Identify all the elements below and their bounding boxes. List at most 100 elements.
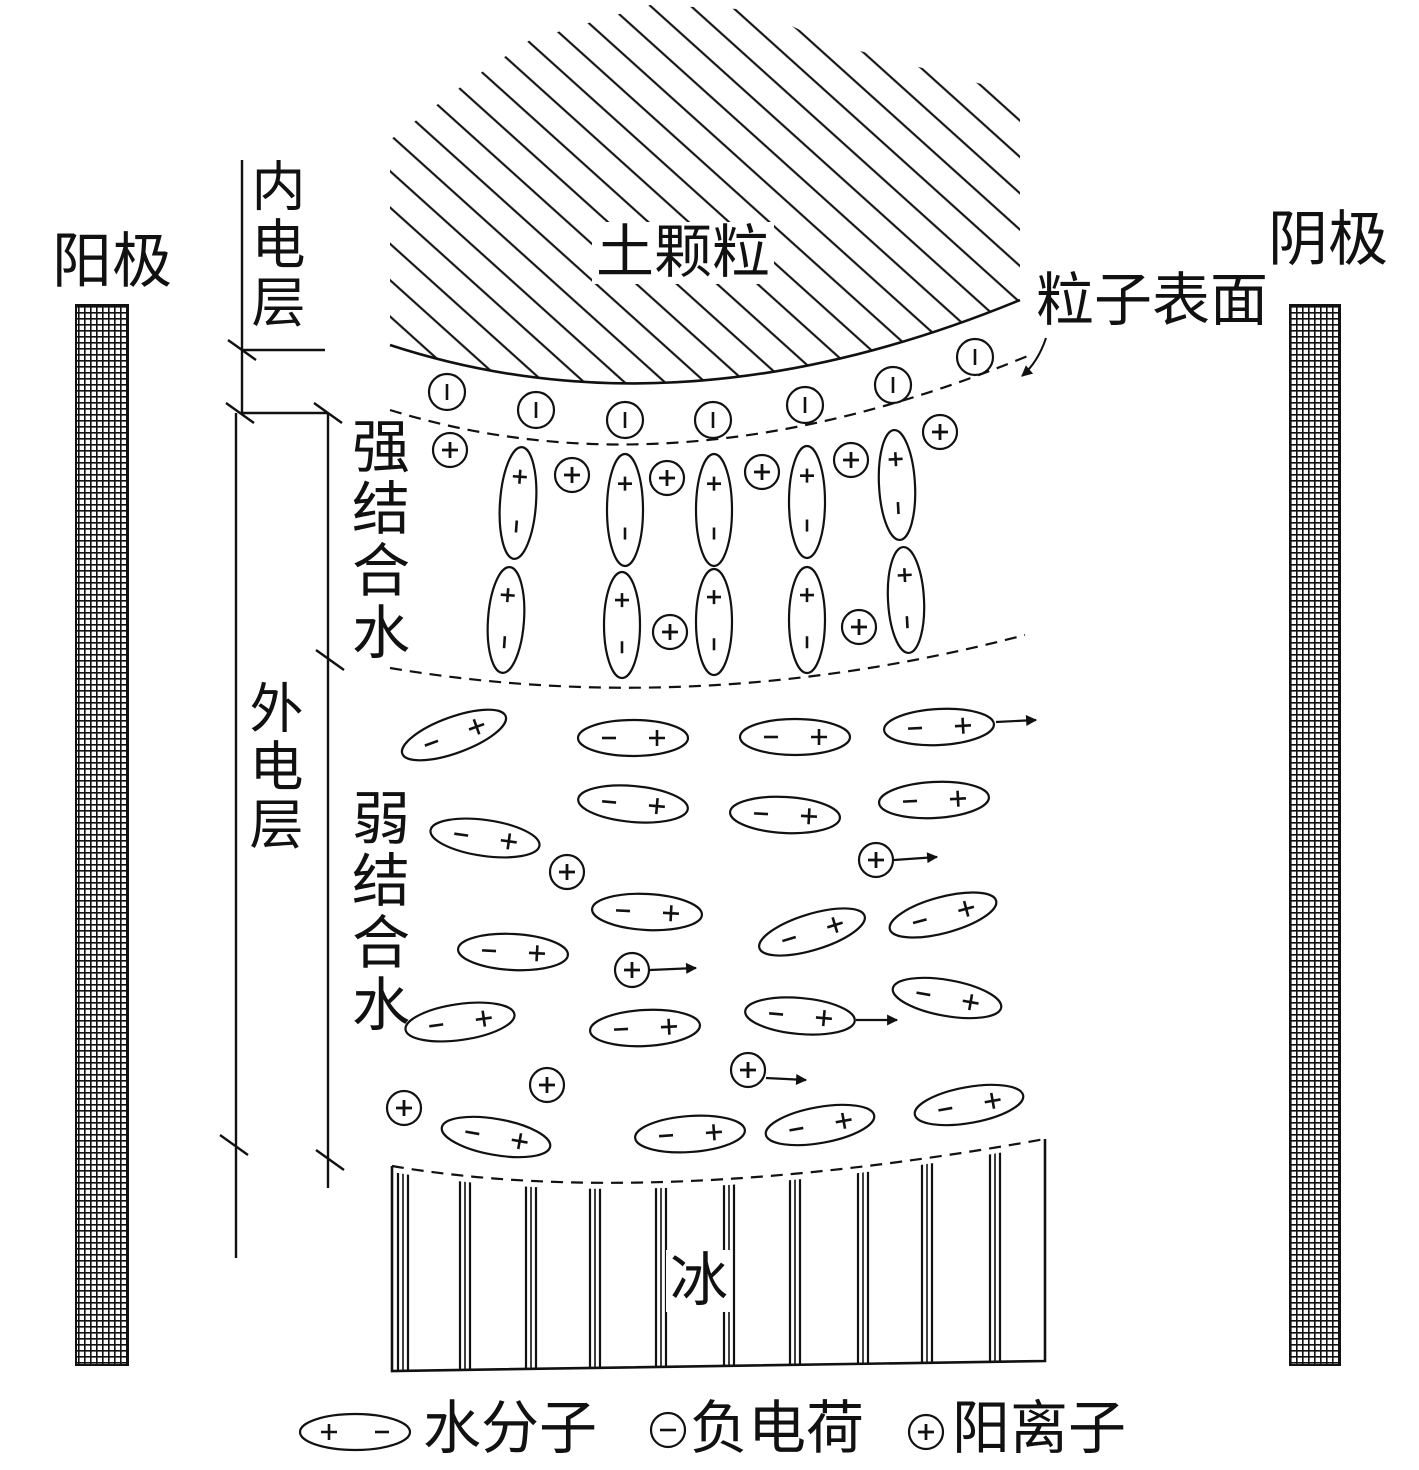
cation: [832, 441, 870, 479]
cation: [840, 608, 878, 646]
minus-sign: [502, 636, 507, 649]
plus-sign: [918, 1424, 934, 1440]
cation: [613, 951, 651, 989]
plus-sign: [705, 1124, 723, 1141]
bracket-tick: [225, 402, 255, 424]
minus-sign: [481, 949, 497, 953]
plus-sign: [754, 464, 770, 480]
negative-charge: [693, 400, 733, 440]
migration-arrow: [649, 962, 698, 974]
weak-bound-water-label: 弱结合水: [343, 788, 408, 1036]
water-molecule: [882, 707, 996, 747]
plus-sign: [624, 962, 640, 978]
plus-sign: [321, 1424, 337, 1440]
plus-sign: [500, 588, 515, 603]
water-molecule-ellipse: [602, 570, 642, 680]
water-molecule-ellipse: [738, 717, 852, 757]
minus-sign: [465, 1130, 480, 1136]
legend-cation-label: 阳离子: [952, 1396, 1127, 1461]
water-molecule-ellipse: [694, 452, 734, 568]
water-molecule: [404, 1001, 516, 1043]
plus-sign: [539, 1077, 555, 1093]
migration-arrow: [893, 852, 939, 864]
water-molecule-ellipse: [764, 1103, 876, 1147]
water-molecule-ellipse: [400, 708, 508, 762]
cation: [907, 1413, 945, 1451]
water-molecule-ellipse: [886, 545, 926, 655]
water-molecule: [744, 996, 856, 1036]
water-molecule: [602, 570, 642, 680]
water-molecule: [486, 566, 526, 674]
water-molecule-ellipse: [888, 891, 998, 939]
plus-sign: [835, 1112, 852, 1129]
plus-sign: [707, 590, 721, 605]
water-molecule: [886, 545, 926, 655]
minus-sign: [424, 739, 439, 747]
cation: [431, 431, 469, 469]
plus-sign: [662, 905, 680, 922]
legend-symbols: [298, 1411, 945, 1452]
water-molecule: [588, 1008, 702, 1048]
anode-electrode: [75, 304, 129, 1366]
water-molecule-ellipse: [787, 565, 827, 675]
water-molecule: [891, 976, 1003, 1020]
soil-particle-hatching: [390, 5, 1020, 384]
plus-sign: [800, 808, 818, 825]
plus-sign: [800, 468, 814, 483]
cathode-electrode: [1289, 304, 1341, 1366]
plus-sign: [815, 1010, 832, 1027]
cation: [528, 1066, 566, 1104]
negative-charge: [873, 365, 913, 405]
plus-sign: [888, 452, 903, 467]
water-molecule: [440, 1115, 552, 1159]
negative-charge: [605, 400, 645, 440]
plus-sign: [442, 442, 458, 458]
soil-particle-label: 土颗粒: [592, 222, 775, 284]
water-molecule-ellipse: [605, 452, 645, 568]
plus-sign: [468, 718, 485, 735]
plus-sign: [512, 469, 527, 484]
ice-label: 冰: [666, 1250, 733, 1312]
plus-sign: [475, 1010, 492, 1027]
plus-sign: [649, 730, 665, 746]
cation: [648, 459, 686, 497]
water-molecule: [787, 444, 827, 560]
water-molecule-ellipse: [728, 795, 842, 835]
minus-sign: [454, 832, 469, 837]
layer-brackets: [219, 160, 345, 1258]
minus-sign: [613, 1027, 629, 1031]
plus-sign: [843, 452, 859, 468]
water-molecule-ellipse: [634, 1114, 746, 1154]
water-molecule: [694, 567, 734, 677]
plus-sign: [962, 994, 979, 1011]
strong-bound-water-label: 强结合水: [343, 416, 408, 664]
water-molecule: [400, 708, 508, 762]
strong-bound-water-boundary: [389, 633, 1026, 689]
water-molecule-ellipse: [588, 1008, 702, 1048]
particle-surface-pointer: [1021, 337, 1047, 377]
water-molecule-ellipse: [590, 892, 704, 932]
water-molecule: [694, 452, 734, 568]
water-molecule: [738, 717, 852, 757]
plus-sign: [897, 568, 912, 583]
water-molecule: [913, 1083, 1025, 1127]
plus-sign: [660, 1018, 678, 1035]
water-molecule: [787, 565, 827, 675]
plus-sign: [648, 798, 665, 815]
plus-sign: [528, 945, 546, 962]
cation: [743, 453, 781, 491]
ice-boundary: [391, 1137, 1046, 1184]
negative-charge: [516, 390, 556, 430]
negative-charge: [955, 337, 995, 377]
water-molecule: [590, 892, 704, 932]
minus-sign: [753, 812, 769, 816]
water-molecule-ellipse: [744, 996, 856, 1036]
water-molecule-ellipse: [882, 707, 996, 747]
cation: [385, 1089, 423, 1127]
water-molecule-ellipse: [298, 1412, 412, 1452]
negative-charge: [427, 372, 467, 412]
water-molecule-ellipse: [577, 784, 689, 824]
water-molecule-ellipse: [440, 1115, 552, 1159]
